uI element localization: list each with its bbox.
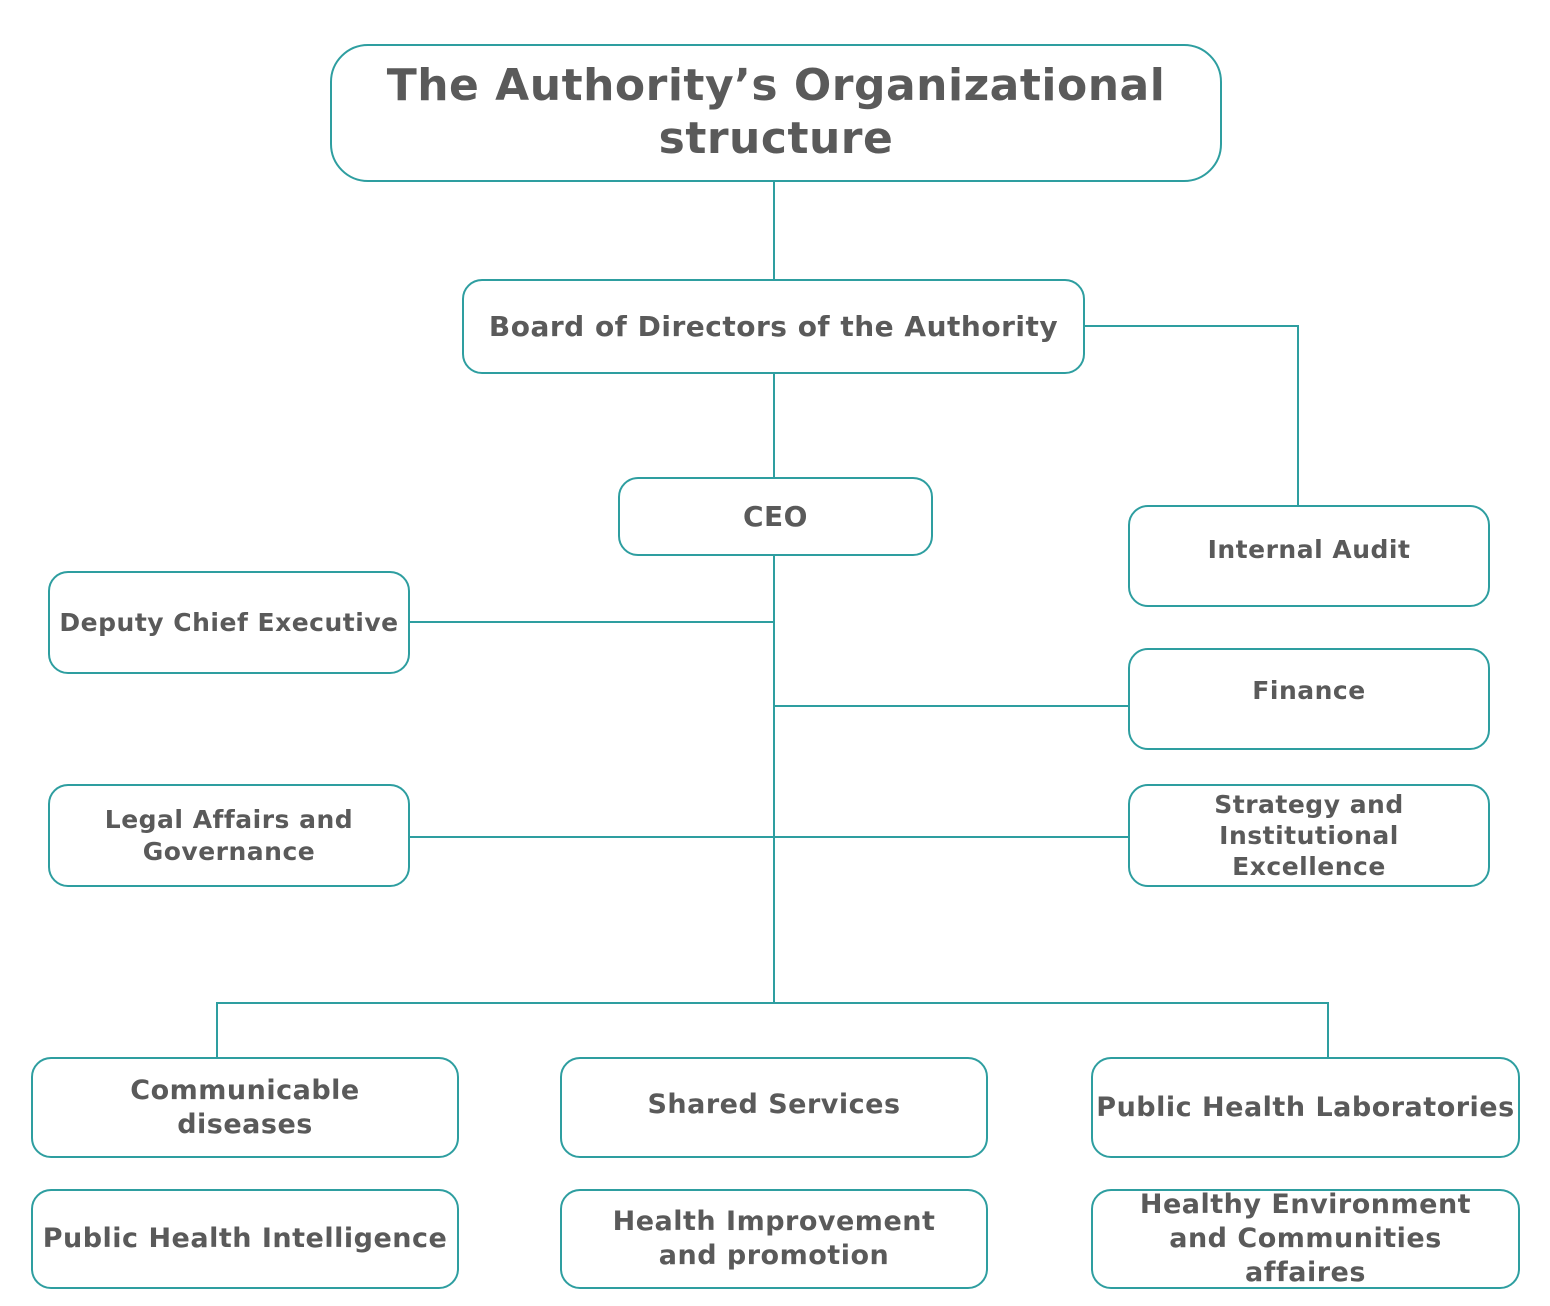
public-health-intelligence-box: Public Health Intelligence [31, 1189, 459, 1289]
finance-box: Finance [1128, 648, 1490, 750]
shared-services-box: Shared Services [560, 1057, 988, 1158]
ceo-box: CEO [618, 477, 933, 556]
deputy-chief-executive-box: Deputy Chief Executive [48, 571, 410, 674]
legal-affairs-box: Legal Affairs and Governance [48, 784, 410, 887]
org-chart-title: The Authority’s Organizational structure [330, 44, 1222, 182]
internal-audit-box: Internal Audit [1128, 505, 1490, 607]
board-of-directors-box: Board of Directors of the Authority [462, 279, 1085, 374]
strategy-box: Strategy and Institutional Excellence [1128, 784, 1490, 887]
communicable-diseases-box: Communicable diseases [31, 1057, 459, 1158]
healthy-environment-box: Healthy Environment and Communities affa… [1091, 1189, 1520, 1289]
health-improvement-box: Health Improvement and promotion [560, 1189, 988, 1289]
public-health-laboratories-box: Public Health Laboratories [1091, 1057, 1520, 1158]
